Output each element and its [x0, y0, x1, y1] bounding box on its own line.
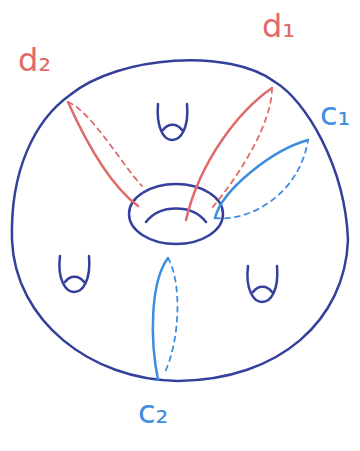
curve-solid: [68, 102, 138, 206]
curve-label: d₁: [262, 10, 295, 42]
curve-dashed: [68, 102, 142, 186]
hole-lip: [146, 209, 206, 223]
curve-solid: [186, 88, 272, 220]
handle: [65, 277, 84, 282]
handle: [158, 104, 188, 140]
curve-dashed: [165, 258, 177, 372]
surface-outline: [12, 60, 348, 381]
handle: [59, 256, 89, 292]
central-hole: [129, 184, 223, 244]
curve-dashed: [215, 140, 308, 218]
curve-label: c₂: [138, 396, 168, 428]
handle: [163, 125, 182, 130]
curve-label: d₂: [18, 44, 51, 76]
handle: [247, 266, 277, 302]
curve-solid: [215, 140, 308, 218]
handle: [253, 287, 272, 292]
curve-dashed: [212, 88, 272, 208]
curve-solid: [153, 258, 168, 380]
curve-label: c₁: [320, 98, 350, 130]
